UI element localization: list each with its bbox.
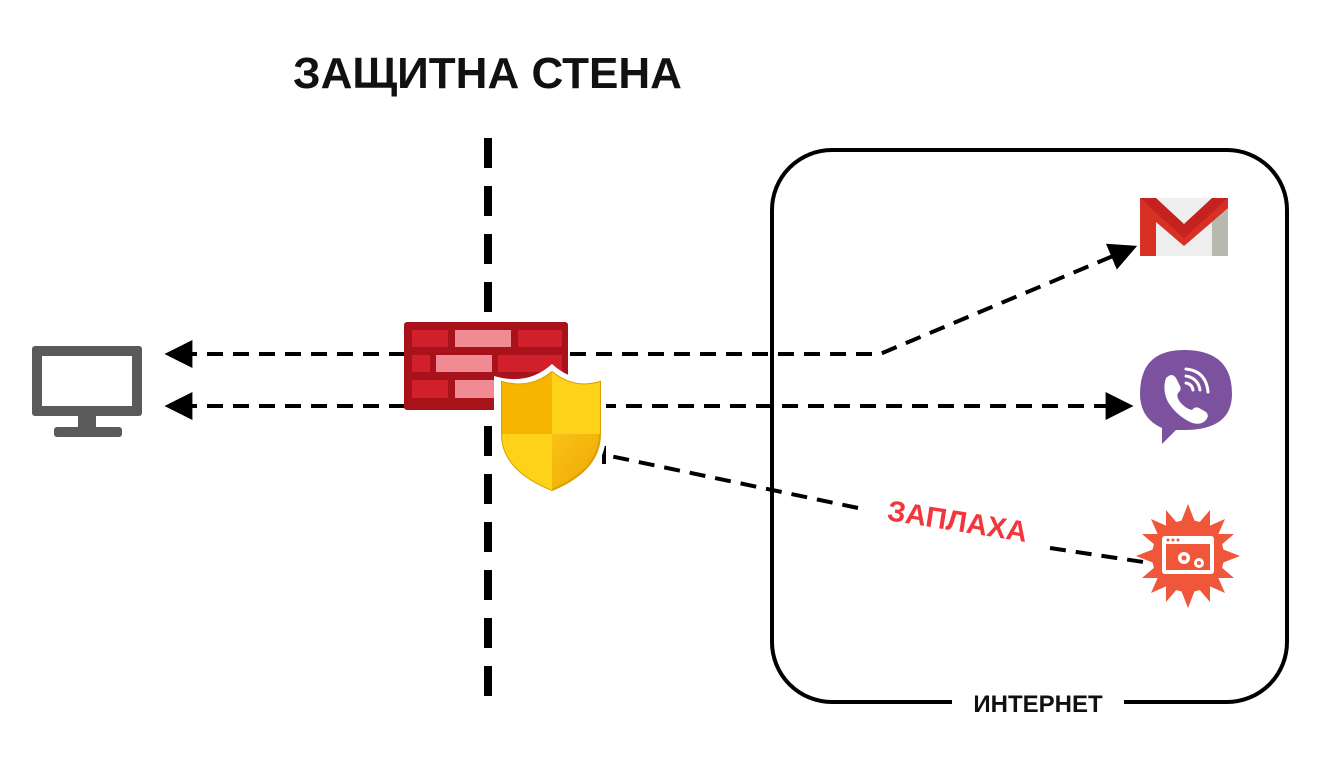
page-title: ЗАЩИТНА СТЕНА [293,49,682,98]
threat-path-right [1049,546,1151,565]
monitor-icon [32,346,142,437]
internet-label: ИНТЕРНЕТ [973,691,1103,718]
threat-label: ЗАПЛАХА [885,495,1029,549]
gmail-icon [1140,198,1228,256]
malware-icon [1136,504,1240,608]
threat-path-left [609,454,859,510]
viber-icon [1140,350,1232,444]
internet-zone: ИНТЕРНЕТ [770,148,1289,720]
arrow-to-gmail [570,243,1138,356]
security-shield-icon [494,364,606,496]
